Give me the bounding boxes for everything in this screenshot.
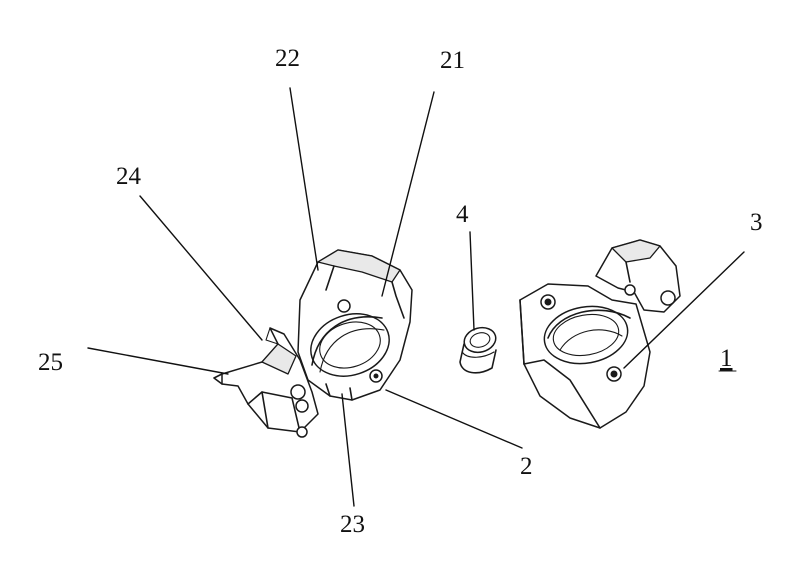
reference-labels: 22 21 24 4 3 25 1 2 23 bbox=[38, 45, 763, 538]
leader-lines bbox=[87, 87, 745, 507]
leader-23 bbox=[341, 393, 355, 507]
label-3: 3 bbox=[750, 209, 763, 236]
label-25: 25 bbox=[38, 349, 63, 376]
component-1-housing bbox=[519, 239, 681, 429]
component-24-25-bracket bbox=[213, 327, 319, 438]
leader-3 bbox=[623, 251, 745, 369]
label-1: 1 bbox=[720, 345, 733, 372]
leader-21 bbox=[381, 91, 435, 297]
leader-22 bbox=[289, 87, 319, 271]
label-24: 24 bbox=[116, 163, 142, 190]
component-4-sleeve bbox=[459, 326, 497, 374]
leader-24 bbox=[139, 195, 263, 341]
component-2-housing bbox=[297, 249, 413, 401]
label-21: 21 bbox=[440, 47, 465, 74]
label-4: 4 bbox=[456, 201, 469, 228]
label-2: 2 bbox=[520, 453, 533, 480]
label-23: 23 bbox=[340, 511, 365, 538]
leader-25 bbox=[87, 347, 229, 375]
label-22: 22 bbox=[275, 45, 300, 72]
leader-4 bbox=[469, 231, 475, 331]
leader-2 bbox=[385, 389, 523, 449]
